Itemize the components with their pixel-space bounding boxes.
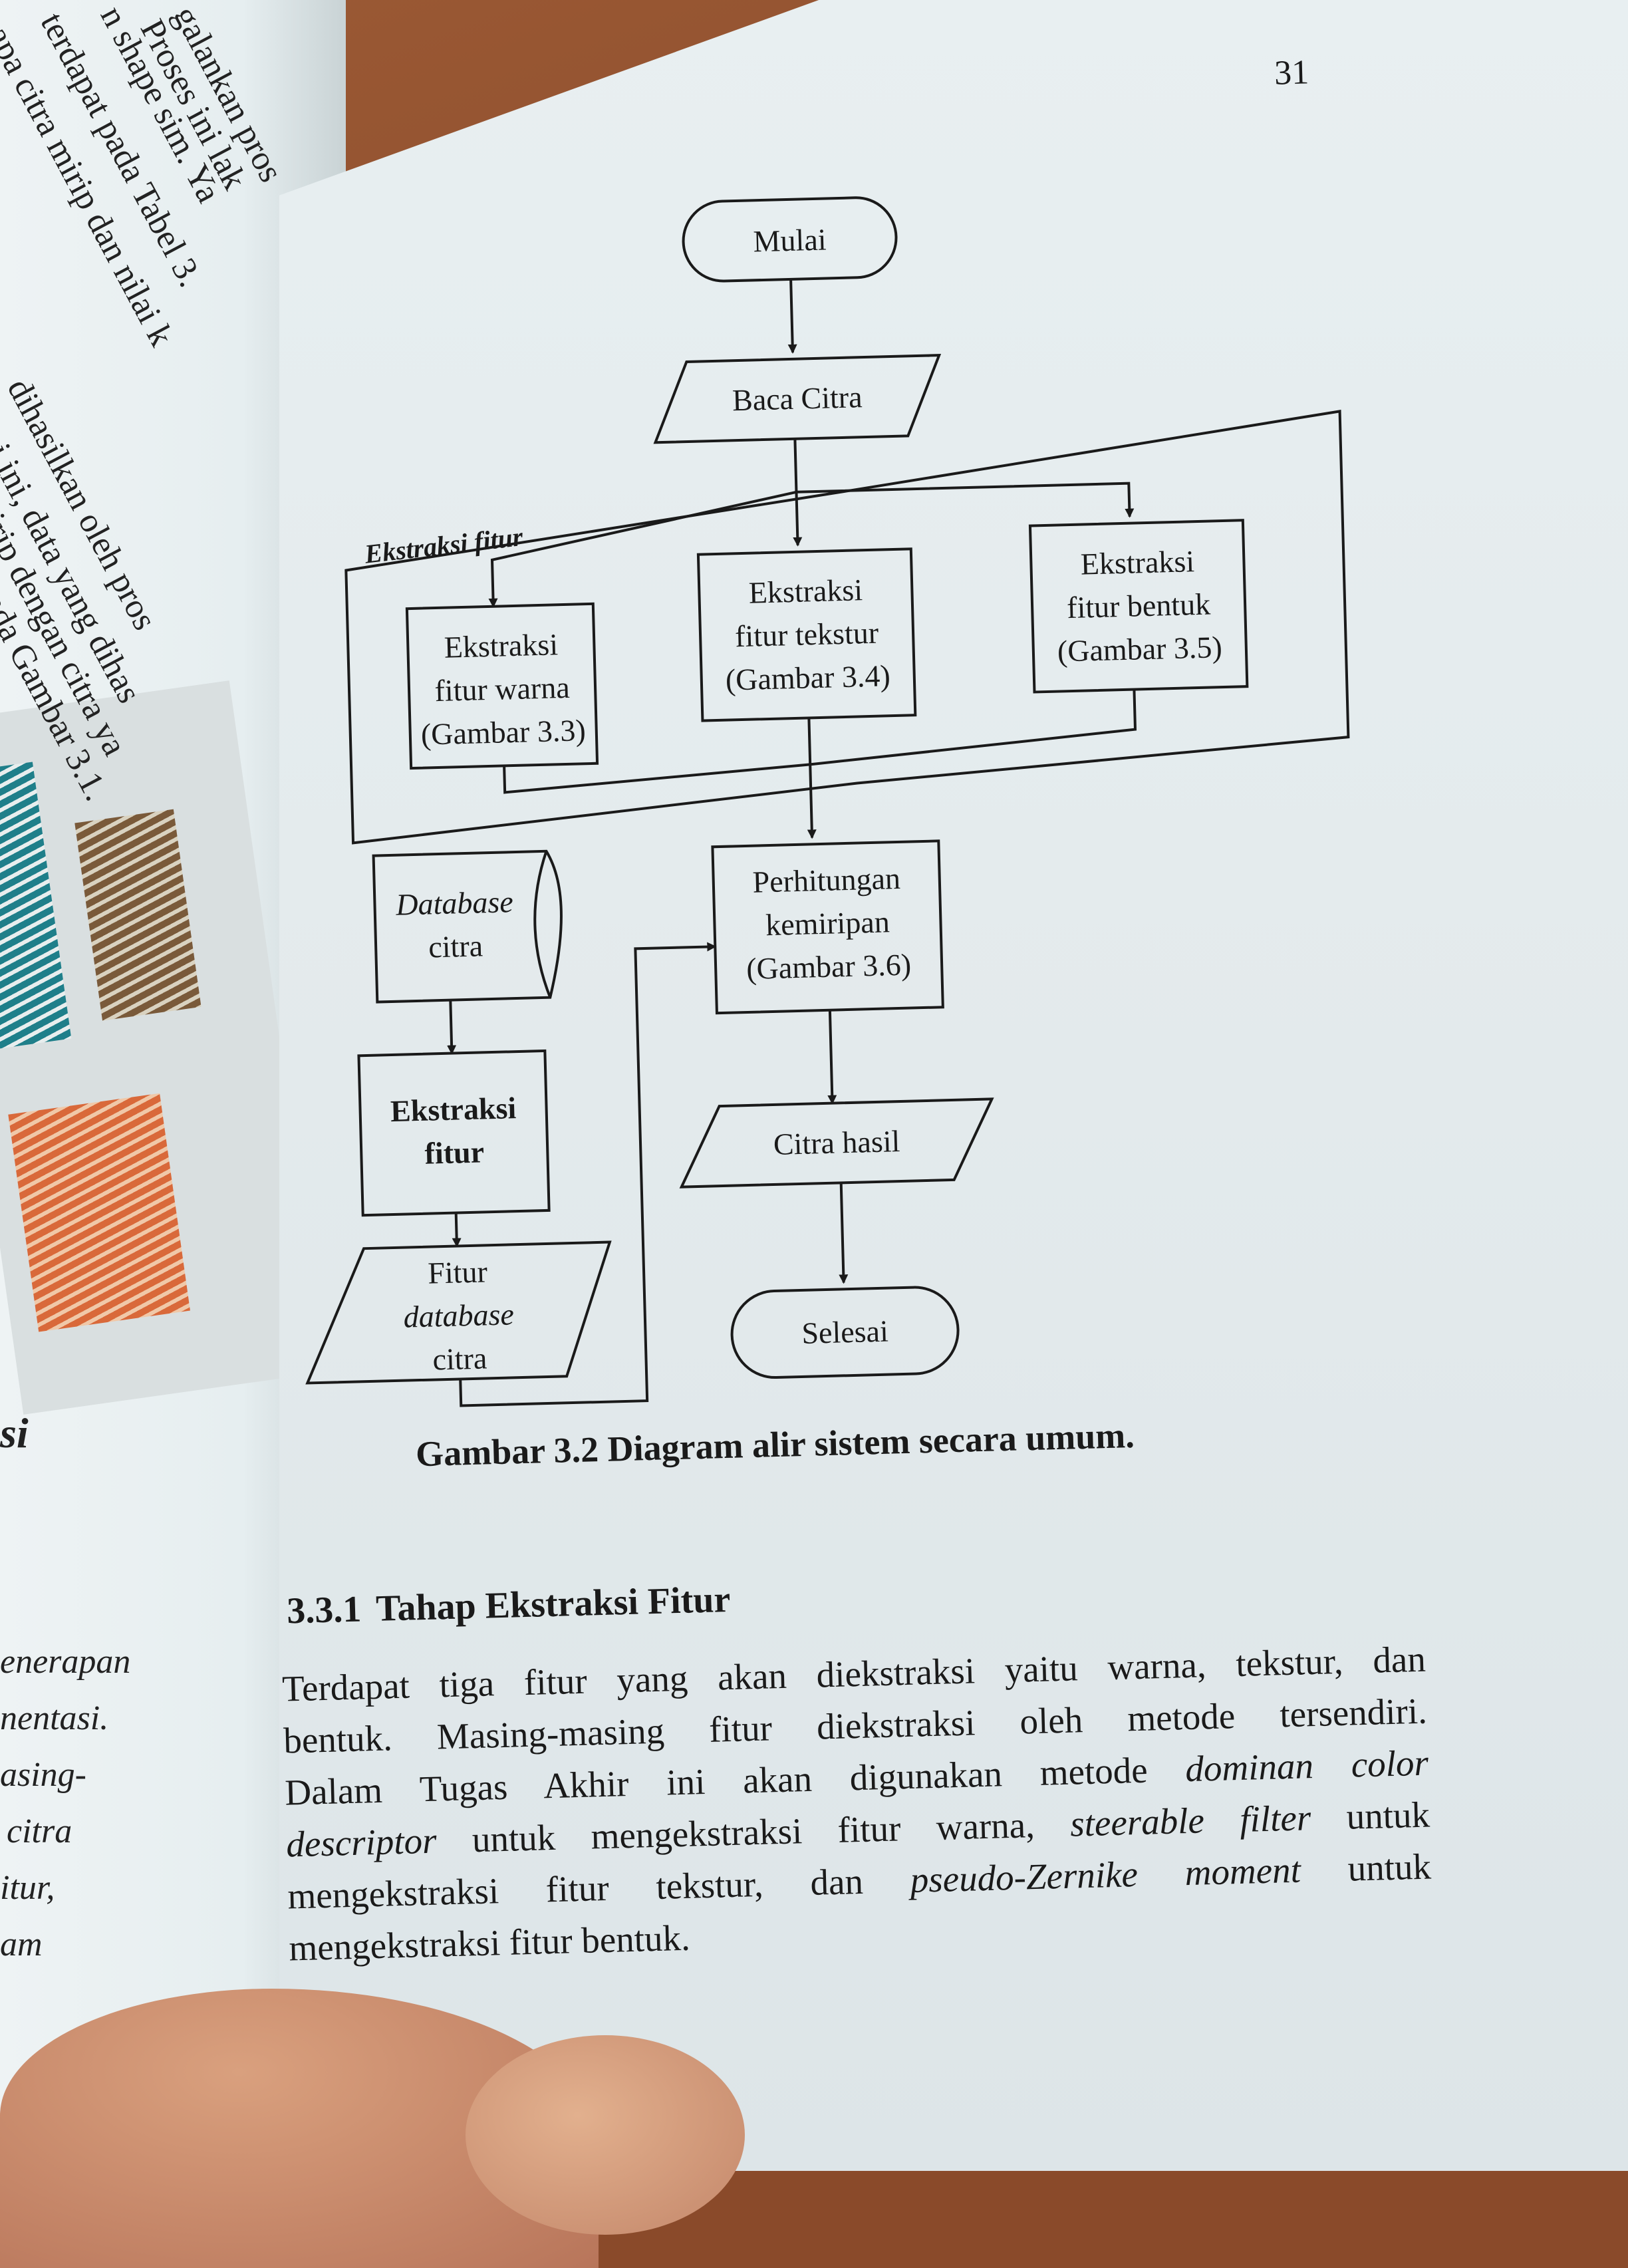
arrow-result-end: [839, 1183, 849, 1284]
color-feature-line3: (Gambar 3.3): [420, 713, 586, 751]
arrow-read-color: [488, 490, 797, 608]
flowchart: Mulai Baca Citra Ekstraksi fitur Ekstrak…: [305, 196, 1350, 1407]
arrow-db-extract: [447, 1000, 457, 1055]
right-page: [279, 0, 1628, 2171]
body-italic-segment: steerable filter: [1069, 1797, 1311, 1844]
similarity-line2: kemiripan: [765, 905, 890, 942]
texture-feature-line2: fitur tekstur: [735, 616, 879, 654]
body-italic-segment: descriptor: [285, 1820, 438, 1865]
database-line1: Database: [395, 885, 514, 922]
end-terminator: [730, 1286, 960, 1379]
page-content: 31: [281, 53, 1433, 1975]
body-text-segment: untuk: [1299, 1846, 1432, 1890]
left-line: enerapan: [0, 1643, 131, 1681]
left-line: si: [0, 1409, 29, 1457]
read-image-label: Baca Citra: [732, 380, 863, 417]
color-feature-line1: Ekstraksi: [444, 627, 558, 664]
db-features-io: [305, 1240, 612, 1385]
left-line: nentasi.: [0, 1699, 109, 1737]
texture-feature-line3: (Gambar 3.4): [725, 658, 890, 696]
body-italic-segment: pseudo-Zernike moment: [910, 1849, 1301, 1900]
left-line: itur,: [0, 1869, 55, 1907]
section-number: 3.3.1: [286, 1588, 362, 1632]
similarity-box: [711, 839, 944, 1015]
read-image-io: [653, 354, 942, 444]
body-text-segment: untuk: [1310, 1794, 1430, 1838]
arrow-start-read: [787, 279, 797, 354]
arrow-dbfeatures-similarity: [459, 942, 717, 1407]
left-line: am: [0, 1925, 43, 1963]
similarity-line3: (Gambar 3.6): [746, 948, 912, 986]
merge-line-color: [503, 763, 811, 794]
arrow-similarity-result: [827, 1010, 837, 1105]
db-features-line1: Fitur: [428, 1254, 488, 1290]
result-label: Citra hasil: [773, 1124, 900, 1161]
database-cylinder-edge: [533, 851, 552, 998]
result-io: [679, 1097, 994, 1189]
texture-feature-line1: Ekstraksi: [748, 573, 863, 609]
body-italic-segment: dominan color: [1184, 1742, 1429, 1790]
db-features-line2: database: [403, 1297, 514, 1334]
db-features-line3: citra: [432, 1341, 487, 1376]
shape-feature-line1: Ekstraksi: [1080, 544, 1194, 581]
shape-feature-box: [1028, 519, 1249, 694]
merge-line-shape: [809, 689, 1137, 766]
database-line2: citra: [428, 928, 483, 964]
arrow-read-shape: [796, 482, 1135, 518]
start-label: Mulai: [753, 222, 827, 258]
finger-tip: [466, 2035, 745, 2235]
shape-feature-line3: (Gambar 3.5): [1057, 630, 1222, 668]
shape-feature-line2: fitur bentuk: [1067, 587, 1211, 625]
group-label: Ekstraksi fitur: [362, 521, 525, 569]
arrow-extract-dbfeatures: [452, 1212, 462, 1248]
section-heading: 3.3.1 Tahap Ekstraksi Fitur: [286, 1578, 731, 1632]
db-extract-line2: fitur: [424, 1135, 485, 1170]
db-extract-line1: Ekstraksi: [390, 1091, 517, 1128]
body-text-segment: mengekstraksi fitur tekstur, dan: [287, 1860, 911, 1917]
arrow-to-similarity: [807, 718, 817, 839]
body-paragraph: Terdapat tiga fitur yang akan diekstraks…: [281, 1633, 1433, 1975]
database-cylinder: [372, 849, 563, 1004]
db-extract-box: [357, 1049, 551, 1217]
left-line: citra: [7, 1812, 72, 1850]
section-title: Tahap Ekstraksi Fitur: [375, 1578, 732, 1630]
left-line: asing-: [0, 1756, 86, 1794]
end-label: Selesai: [801, 1314, 889, 1350]
similarity-line1: Perhitungan: [752, 861, 901, 899]
color-feature-line2: fitur warna: [434, 670, 570, 708]
